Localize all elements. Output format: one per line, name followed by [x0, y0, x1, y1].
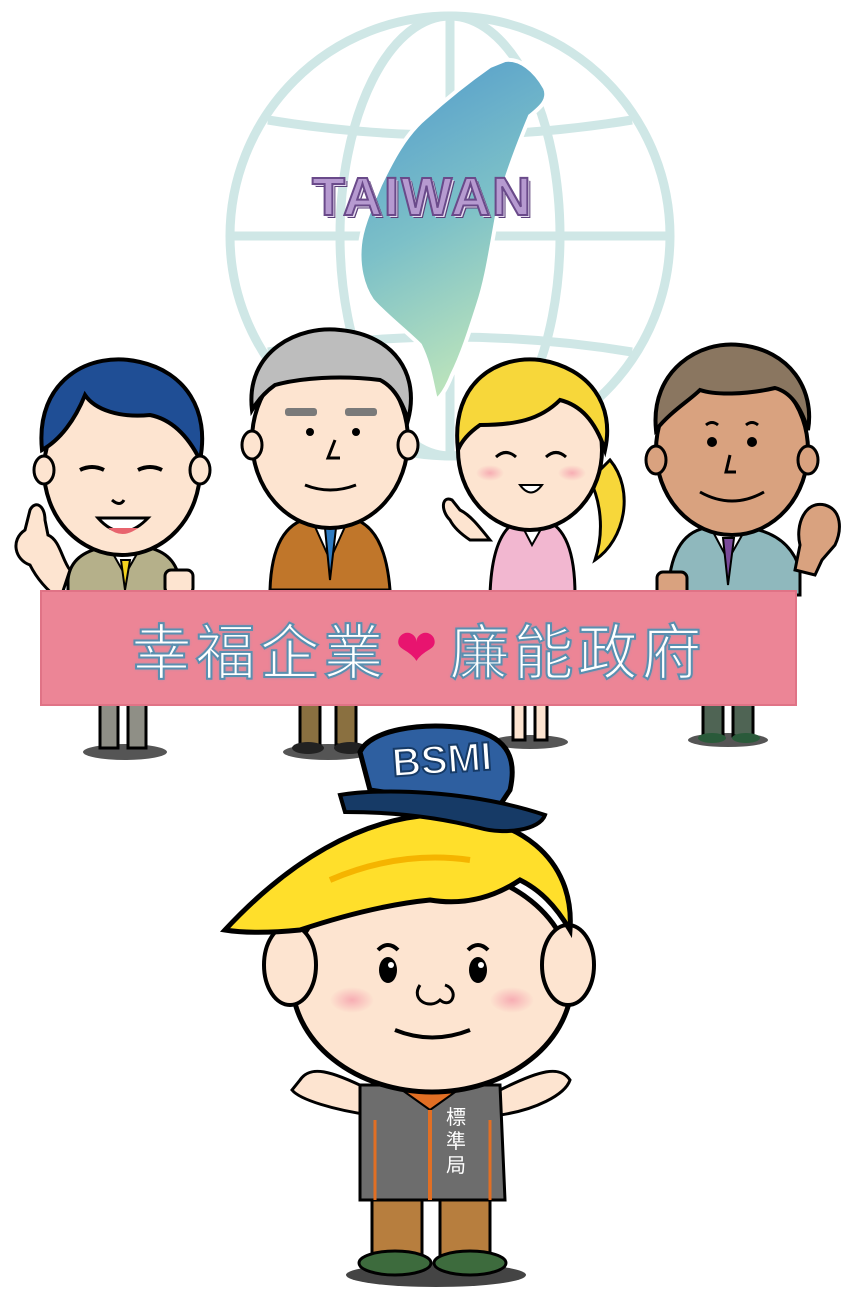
- banner-text-right: 廉能政府: [448, 618, 706, 690]
- cap-logo-text: BSMI: [390, 734, 495, 787]
- businesswoman-blonde: [442, 357, 626, 749]
- taiwan-map-icon: [357, 57, 549, 403]
- taiwan-label: TAIWAN: [311, 166, 533, 228]
- slogan-banner: 幸福企業 ❤ 廉能政府: [40, 590, 797, 706]
- bsmi-mascot: [219, 723, 596, 1287]
- banner-text-left: 幸福企業: [131, 618, 388, 690]
- businessman-blue-hair: [14, 357, 212, 760]
- businessman-brown-hair: [644, 342, 841, 747]
- vest-label: 標準局: [446, 1105, 466, 1177]
- businessman-grey-hair: [240, 327, 420, 760]
- heart-icon: ❤: [395, 619, 442, 677]
